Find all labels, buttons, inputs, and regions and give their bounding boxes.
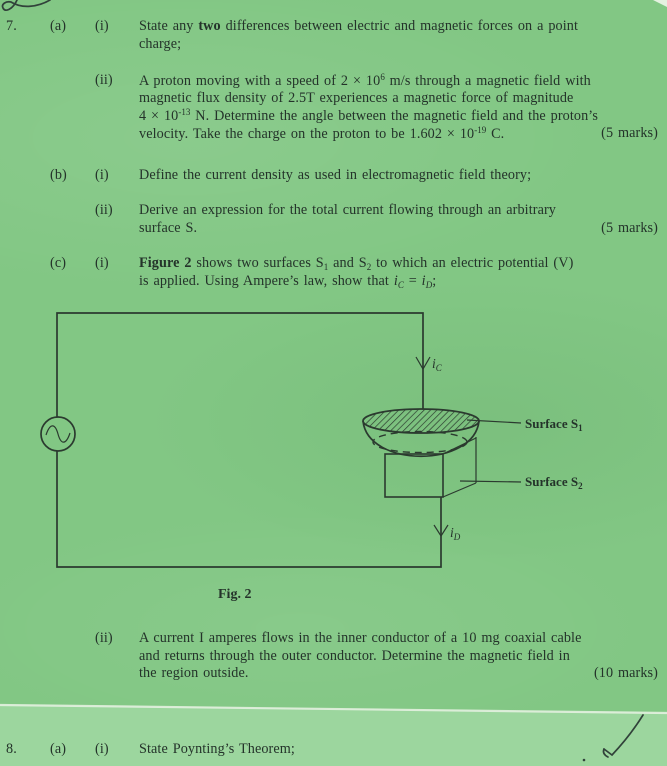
q7b-ii-line2: surface S. (5 marks): [139, 219, 658, 236]
pen-scribble-mark: [1, 0, 51, 11]
scan-band-bottom: [0, 705, 667, 766]
q7b-i-text: Define the current density as used in el…: [139, 167, 658, 185]
q7c-ii-line3: the region outside. (10 marks): [139, 665, 658, 682]
surface-s1-pointer: Surface S1: [466, 416, 583, 433]
q7c-ii-text: A current I amperes flows in the inner c…: [139, 630, 658, 683]
q7b-ii-label: (ii): [95, 202, 113, 218]
surface-s2-pointer: Surface S2: [459, 474, 583, 491]
q7b-i-label: (i): [95, 167, 109, 183]
q7c-i-line2: is applied. Using Ampere’s law, show tha…: [139, 272, 437, 290]
q7c-ii-line2: and returns through the outer conductor.…: [139, 647, 570, 664]
q8a-i-line1: State Poynting’s Theorem;: [139, 741, 295, 757]
surface-s1-label: Surface S1: [525, 416, 583, 433]
q7a-ii-line4: velocity. Take the charge on the proton …: [139, 124, 658, 142]
ic-label: iC: [432, 356, 443, 373]
surface-s2-label: Surface S2: [525, 474, 583, 491]
q7c-ii-marks: (10 marks): [593, 665, 658, 682]
q7-number: 7.: [6, 18, 17, 34]
ic-current-arrow: iC: [415, 356, 443, 373]
q7c-ii-label: (ii): [95, 630, 113, 646]
q7a-i-line2: charge;: [139, 35, 182, 52]
q7a-ii-text: A proton moving with a speed of 2 × 106 …: [139, 72, 658, 142]
q7a-ii-line1: A proton moving with a speed of 2 × 106 …: [139, 72, 591, 89]
q7a-ii-line2: magnetic flux density of 2.5T experience…: [139, 89, 574, 106]
circuit-wires: [56, 312, 442, 568]
q7a-i-label: (i): [95, 18, 109, 34]
id-label: iD: [450, 525, 461, 542]
q8a-label: (a): [50, 741, 67, 757]
q7c-i-line1: Figure 2 shows two surfaces S1 and S2 to…: [139, 255, 574, 272]
q7c-label: (c): [50, 255, 67, 271]
q7a-label: (a): [50, 18, 67, 34]
bowl-surface: [362, 420, 480, 457]
q8a-i-label: (i): [95, 741, 109, 757]
q7c-i-label: (i): [95, 255, 109, 271]
ac-source-icon: [40, 416, 76, 452]
q7b-i-line1: Define the current density as used in el…: [139, 167, 532, 183]
q7a-i-line1: State any two differences between electr…: [139, 18, 579, 34]
q7c-ii-line1: A current I amperes flows in the inner c…: [139, 630, 582, 646]
q7a-i-text: State any two differences between electr…: [139, 18, 658, 53]
id-current-arrow: iD: [433, 524, 461, 542]
q7b-label: (b): [50, 167, 67, 183]
scan-edge-wedge: [653, 0, 667, 7]
surface-s1-disk: [362, 408, 480, 434]
q7a-ii-label: (ii): [95, 72, 113, 88]
q8-number: 8.: [6, 741, 17, 757]
surface-s2-box: [384, 437, 477, 498]
q7c-i-text: Figure 2 shows two surfaces S1 and S2 to…: [139, 255, 658, 290]
figure-caption: Fig. 2: [218, 587, 251, 602]
q7b-ii-line1: Derive an expression for the total curre…: [139, 202, 557, 218]
q7a-ii-line3: 4 × 10-13 N. Determine the angle between…: [139, 107, 598, 125]
q8a-i-text: State Poynting’s Theorem;: [139, 741, 658, 759]
q7b-ii-marks: (5 marks): [601, 219, 658, 236]
q7b-ii-text: Derive an expression for the total curre…: [139, 202, 658, 237]
q7a-ii-marks: (5 marks): [601, 124, 658, 141]
